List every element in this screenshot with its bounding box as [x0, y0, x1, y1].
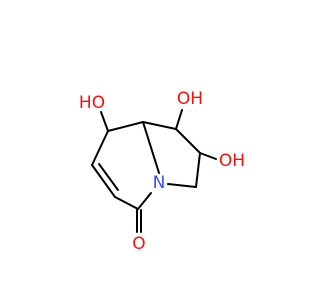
bond-c8-c8a	[107, 121, 144, 132]
bond-n-c3	[167, 183, 197, 188]
atom-o2-label: OH	[219, 151, 245, 171]
atom-o8-label: HO	[79, 93, 105, 113]
molecule-structure: HO OH OH N O	[79, 89, 245, 254]
bonds	[91, 109, 217, 233]
bond-c5-n	[137, 192, 152, 210]
bond-c3-c2	[195, 152, 201, 188]
bond-c2-o2	[199, 152, 217, 160]
bond-c6-c5	[114, 196, 139, 210]
bond-c7-c6	[91, 164, 116, 198]
bond-c8-c7	[91, 130, 109, 166]
bond-c2-c1	[175, 128, 201, 154]
bond-c1-c8a	[142, 121, 177, 130]
molecule-diagram: HO OH OH N O	[78, 89, 246, 254]
bond-n-c8a	[142, 121, 160, 174]
atom-o1-label: OH	[177, 89, 203, 109]
atom-o5-label: O	[132, 234, 145, 254]
atom-n-label: N	[153, 173, 166, 193]
bond-c7-c6-inner	[98, 163, 119, 191]
atom-labels: HO OH OH N O	[79, 89, 245, 254]
bond-c8-o8	[100, 111, 109, 132]
bond-c1-o1	[175, 109, 183, 130]
